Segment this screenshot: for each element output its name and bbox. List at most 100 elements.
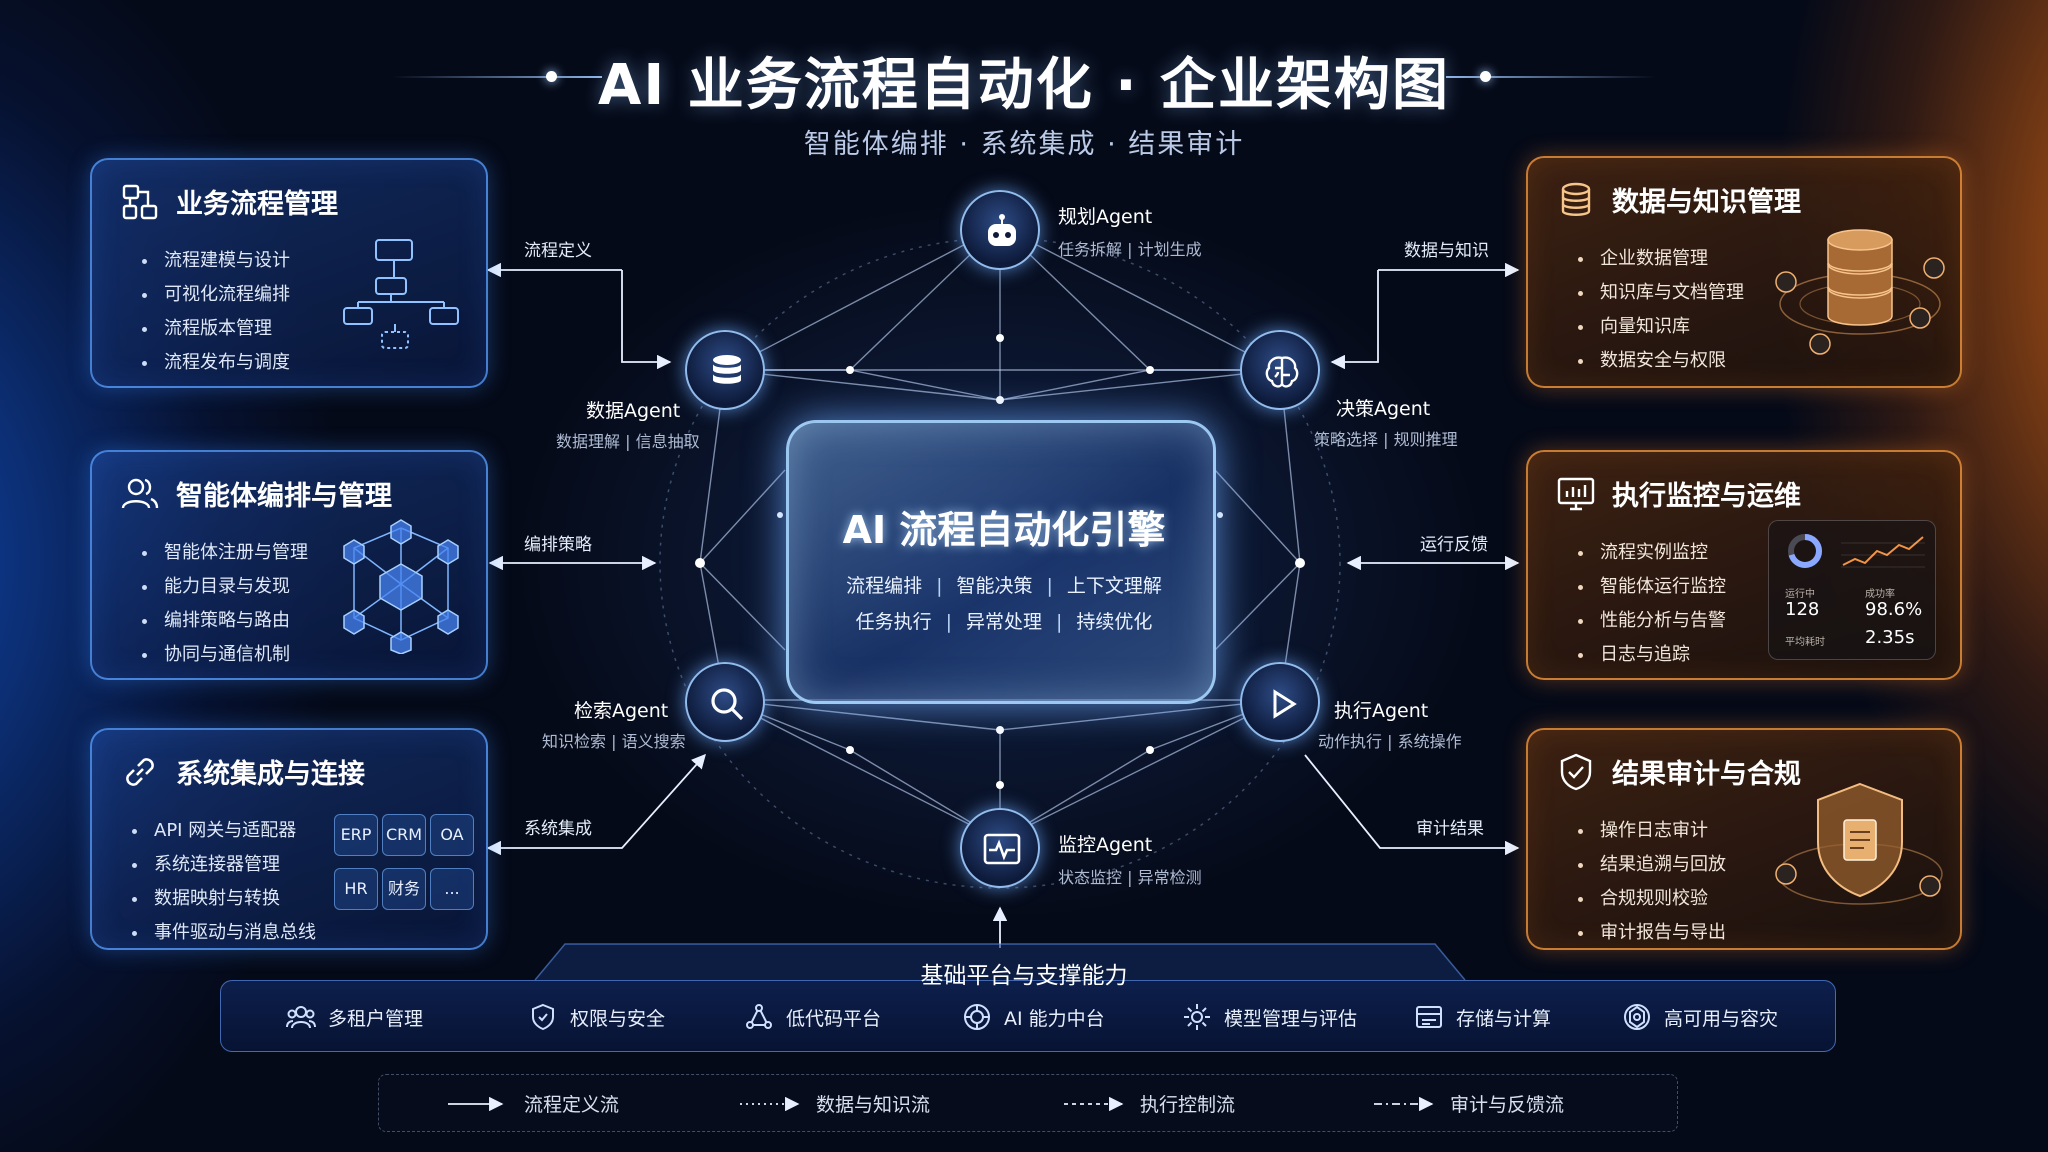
list-item: 流程建模与设计 — [142, 244, 290, 278]
running-label: 运行中 — [1785, 589, 1815, 600]
system-chip: ... — [430, 868, 474, 910]
list-item: 向量知识库 — [1578, 310, 1744, 344]
list-item: 智能体运行监控 — [1578, 570, 1726, 604]
header-deco-dot-right — [1480, 71, 1491, 82]
flow-label-orchestration: 编排策略 — [524, 535, 592, 555]
flow-label-data-knowledge: 数据与知识 — [1404, 241, 1489, 261]
agent-plan-name: 规划Agent — [1058, 206, 1153, 228]
pulse-monitor-icon — [983, 833, 1021, 865]
page-title: AI 业务流程自动化 · 企业架构图 — [598, 53, 1450, 118]
list-item: 协同与通信机制 — [142, 638, 308, 672]
database-icon — [1561, 182, 1591, 216]
panel-list: 操作日志审计 结果追溯与回放 合规规则校验 审计报告与导出 — [1578, 814, 1726, 950]
list-item: 日志与追踪 — [1578, 638, 1726, 672]
system-chip: ERP — [334, 814, 378, 856]
system-chip: CRM — [382, 814, 426, 856]
flow-arrow-audit — [1304, 754, 1520, 856]
database-icon — [713, 355, 741, 384]
flow-label-runtime-feedback: 运行反馈 — [1420, 535, 1488, 555]
page-subtitle: 智能体编排 · 系统集成 · 结果审计 — [803, 129, 1245, 160]
platform-item-label: 模型管理与评估 — [1224, 1008, 1358, 1030]
platform-item-label: 权限与安全 — [570, 1008, 666, 1030]
list-item: 审计报告与导出 — [1578, 916, 1726, 950]
agent-exec-node[interactable] — [1240, 662, 1320, 742]
list-item: 操作日志审计 — [1578, 814, 1726, 848]
legend-item-data: 数据与知识流 — [816, 1094, 931, 1116]
platform-bar — [220, 980, 1836, 1052]
panel-list: 企业数据管理 知识库与文档管理 向量知识库 数据安全与权限 — [1578, 242, 1744, 378]
agent-decision-desc: 策略选择 | 规则推理 — [1314, 430, 1458, 449]
ai-chip-icon — [964, 1004, 990, 1030]
list-item: 企业数据管理 — [1578, 242, 1744, 276]
list-item: 系统连接器管理 — [132, 848, 316, 882]
success-label: 成功率 — [1865, 589, 1895, 600]
donut-gauge-icon — [1788, 534, 1822, 568]
ha-icon — [1624, 1004, 1650, 1030]
agent-data-name: 数据Agent — [586, 400, 681, 422]
panel-process-management: 业务流程管理 流程建模与设计 可视化流程编排 流程版本管理 流程发布与调度 — [90, 158, 488, 388]
list-item: API 网关与适配器 — [132, 814, 316, 848]
header-deco-right — [1446, 76, 1656, 78]
panel-audit-compliance: 结果审计与合规 操作日志审计 结果追溯与回放 合规规则校验 审计报告与导出 — [1526, 728, 1962, 950]
list-item: 可视化流程编排 — [142, 278, 290, 312]
running-value: 128 — [1785, 599, 1820, 620]
search-icon — [711, 688, 744, 721]
users-icon — [286, 1006, 316, 1029]
flow-label-audit-result: 审计结果 — [1416, 819, 1484, 839]
agent-monitor-node[interactable] — [960, 808, 1040, 888]
trend-line-icon — [1841, 536, 1925, 568]
workflow-icon — [122, 184, 158, 220]
panel-list: 智能体注册与管理 能力目录与发现 编排策略与路由 协同与通信机制 — [142, 536, 308, 672]
list-item: 合规规则校验 — [1578, 882, 1726, 916]
engine-capabilities-row1: 流程编排|智能决策|上下文理解 — [846, 575, 1162, 597]
avg-value: 2.35s — [1865, 627, 1915, 648]
gear-icon — [1184, 1004, 1210, 1030]
agent-decision-node[interactable] — [1240, 330, 1320, 410]
platform-item-label: AI 能力中台 — [1004, 1008, 1105, 1030]
agent-data-desc: 数据理解 | 信息抽取 — [556, 432, 700, 451]
monitor-icon — [1557, 477, 1595, 511]
list-item: 智能体注册与管理 — [142, 536, 308, 570]
system-chip: 财务 — [382, 868, 426, 910]
panel-title: 系统集成与连接 — [176, 759, 365, 790]
avg-label: 平均耗时 — [1785, 637, 1825, 648]
system-chip: OA — [430, 814, 474, 856]
header-deco-left — [392, 76, 602, 78]
list-item: 结果追溯与回放 — [1578, 848, 1726, 882]
agent-data-node[interactable] — [685, 330, 765, 410]
legend-item-exec: 执行控制流 — [1140, 1094, 1236, 1116]
panel-title: 结果审计与合规 — [1612, 759, 1801, 790]
agent-plan-node[interactable] — [960, 190, 1040, 270]
storage-icon — [1416, 1006, 1442, 1028]
platform-item-label: 多租户管理 — [328, 1008, 424, 1030]
panel-title: 数据与知识管理 — [1612, 187, 1801, 218]
play-icon — [1273, 689, 1297, 719]
platform-title: 基础平台与支撑能力 — [920, 963, 1128, 989]
engine-title: AI 流程自动化引擎 — [842, 508, 1166, 552]
legend-bar — [378, 1074, 1678, 1132]
cube-network-illustration — [343, 519, 459, 654]
list-item: 流程版本管理 — [142, 312, 290, 346]
network-lines — [699, 225, 1301, 841]
engine-capability: 持续优化 — [1076, 611, 1153, 633]
users-icon — [121, 478, 159, 509]
agent-search-node[interactable] — [685, 662, 765, 742]
list-item: 流程发布与调度 — [142, 346, 290, 380]
list-item: 事件驱动与消息总线 — [132, 916, 316, 950]
link-icon — [126, 758, 154, 786]
agent-search-desc: 知识检索 | 语义搜索 — [542, 732, 686, 751]
monitor-stats-card: 运行中 128 成功率 98.6% 平均耗时 2.35s — [1768, 520, 1936, 660]
agent-plan-desc: 任务拆解 | 计划生成 — [1058, 240, 1202, 259]
list-item: 数据安全与权限 — [1578, 344, 1744, 378]
agent-search-name: 检索Agent — [574, 700, 669, 722]
engine-capability: 智能决策 — [956, 575, 1033, 597]
agent-monitor-name: 监控Agent — [1058, 834, 1153, 856]
agent-decision-name: 决策Agent — [1336, 398, 1431, 420]
agent-monitor-desc: 状态监控 | 异常检测 — [1058, 868, 1202, 887]
list-item: 编排策略与路由 — [142, 604, 308, 638]
legend-item-audit: 审计与反馈流 — [1450, 1094, 1565, 1116]
engine-capability: 任务执行 — [855, 611, 932, 633]
brain-icon — [1265, 356, 1299, 388]
shield-check-icon — [1560, 753, 1592, 791]
